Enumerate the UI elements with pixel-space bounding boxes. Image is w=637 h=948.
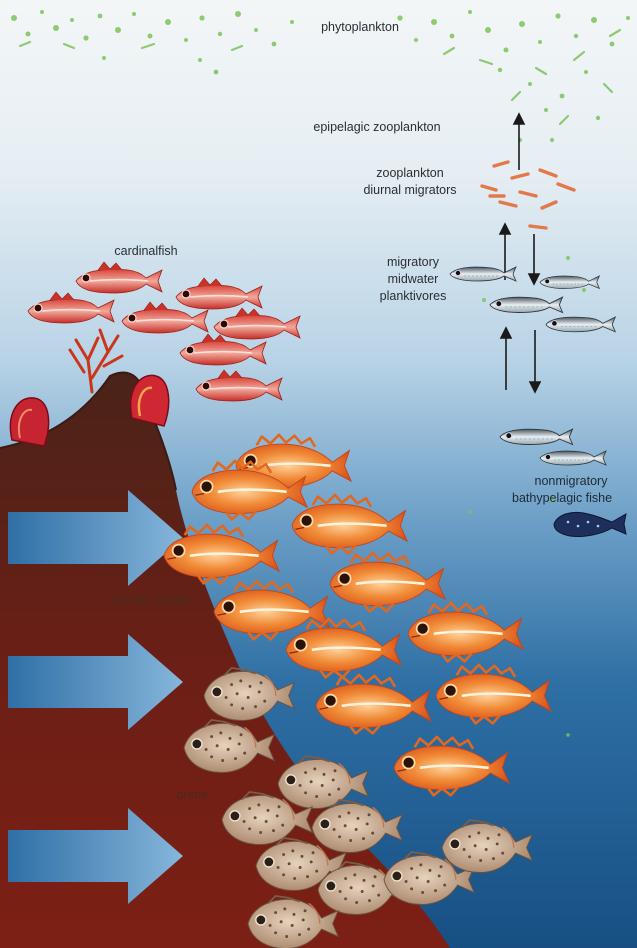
label-oreos: oreos bbox=[162, 788, 222, 803]
label-nonmigratory: nonmigratory bbox=[516, 474, 626, 489]
label-phytoplankton: phytoplankton bbox=[300, 20, 420, 35]
label-planktivores: planktivores bbox=[366, 289, 460, 304]
label-diurnal-migrators: diurnal migrators bbox=[350, 183, 470, 198]
label-orange-roughy: orange roughy bbox=[96, 592, 206, 607]
label-migratory: migratory bbox=[366, 255, 460, 270]
label-zooplankton: zooplankton bbox=[350, 166, 470, 181]
label-bathypelagic-fishes: bathypelagic fishe bbox=[512, 491, 637, 506]
label-midwater: midwater bbox=[366, 272, 460, 287]
label-epipelagic-zooplankton: epipelagic zooplankton bbox=[292, 120, 462, 135]
label-cardinalfish: cardinalfish bbox=[96, 244, 196, 259]
